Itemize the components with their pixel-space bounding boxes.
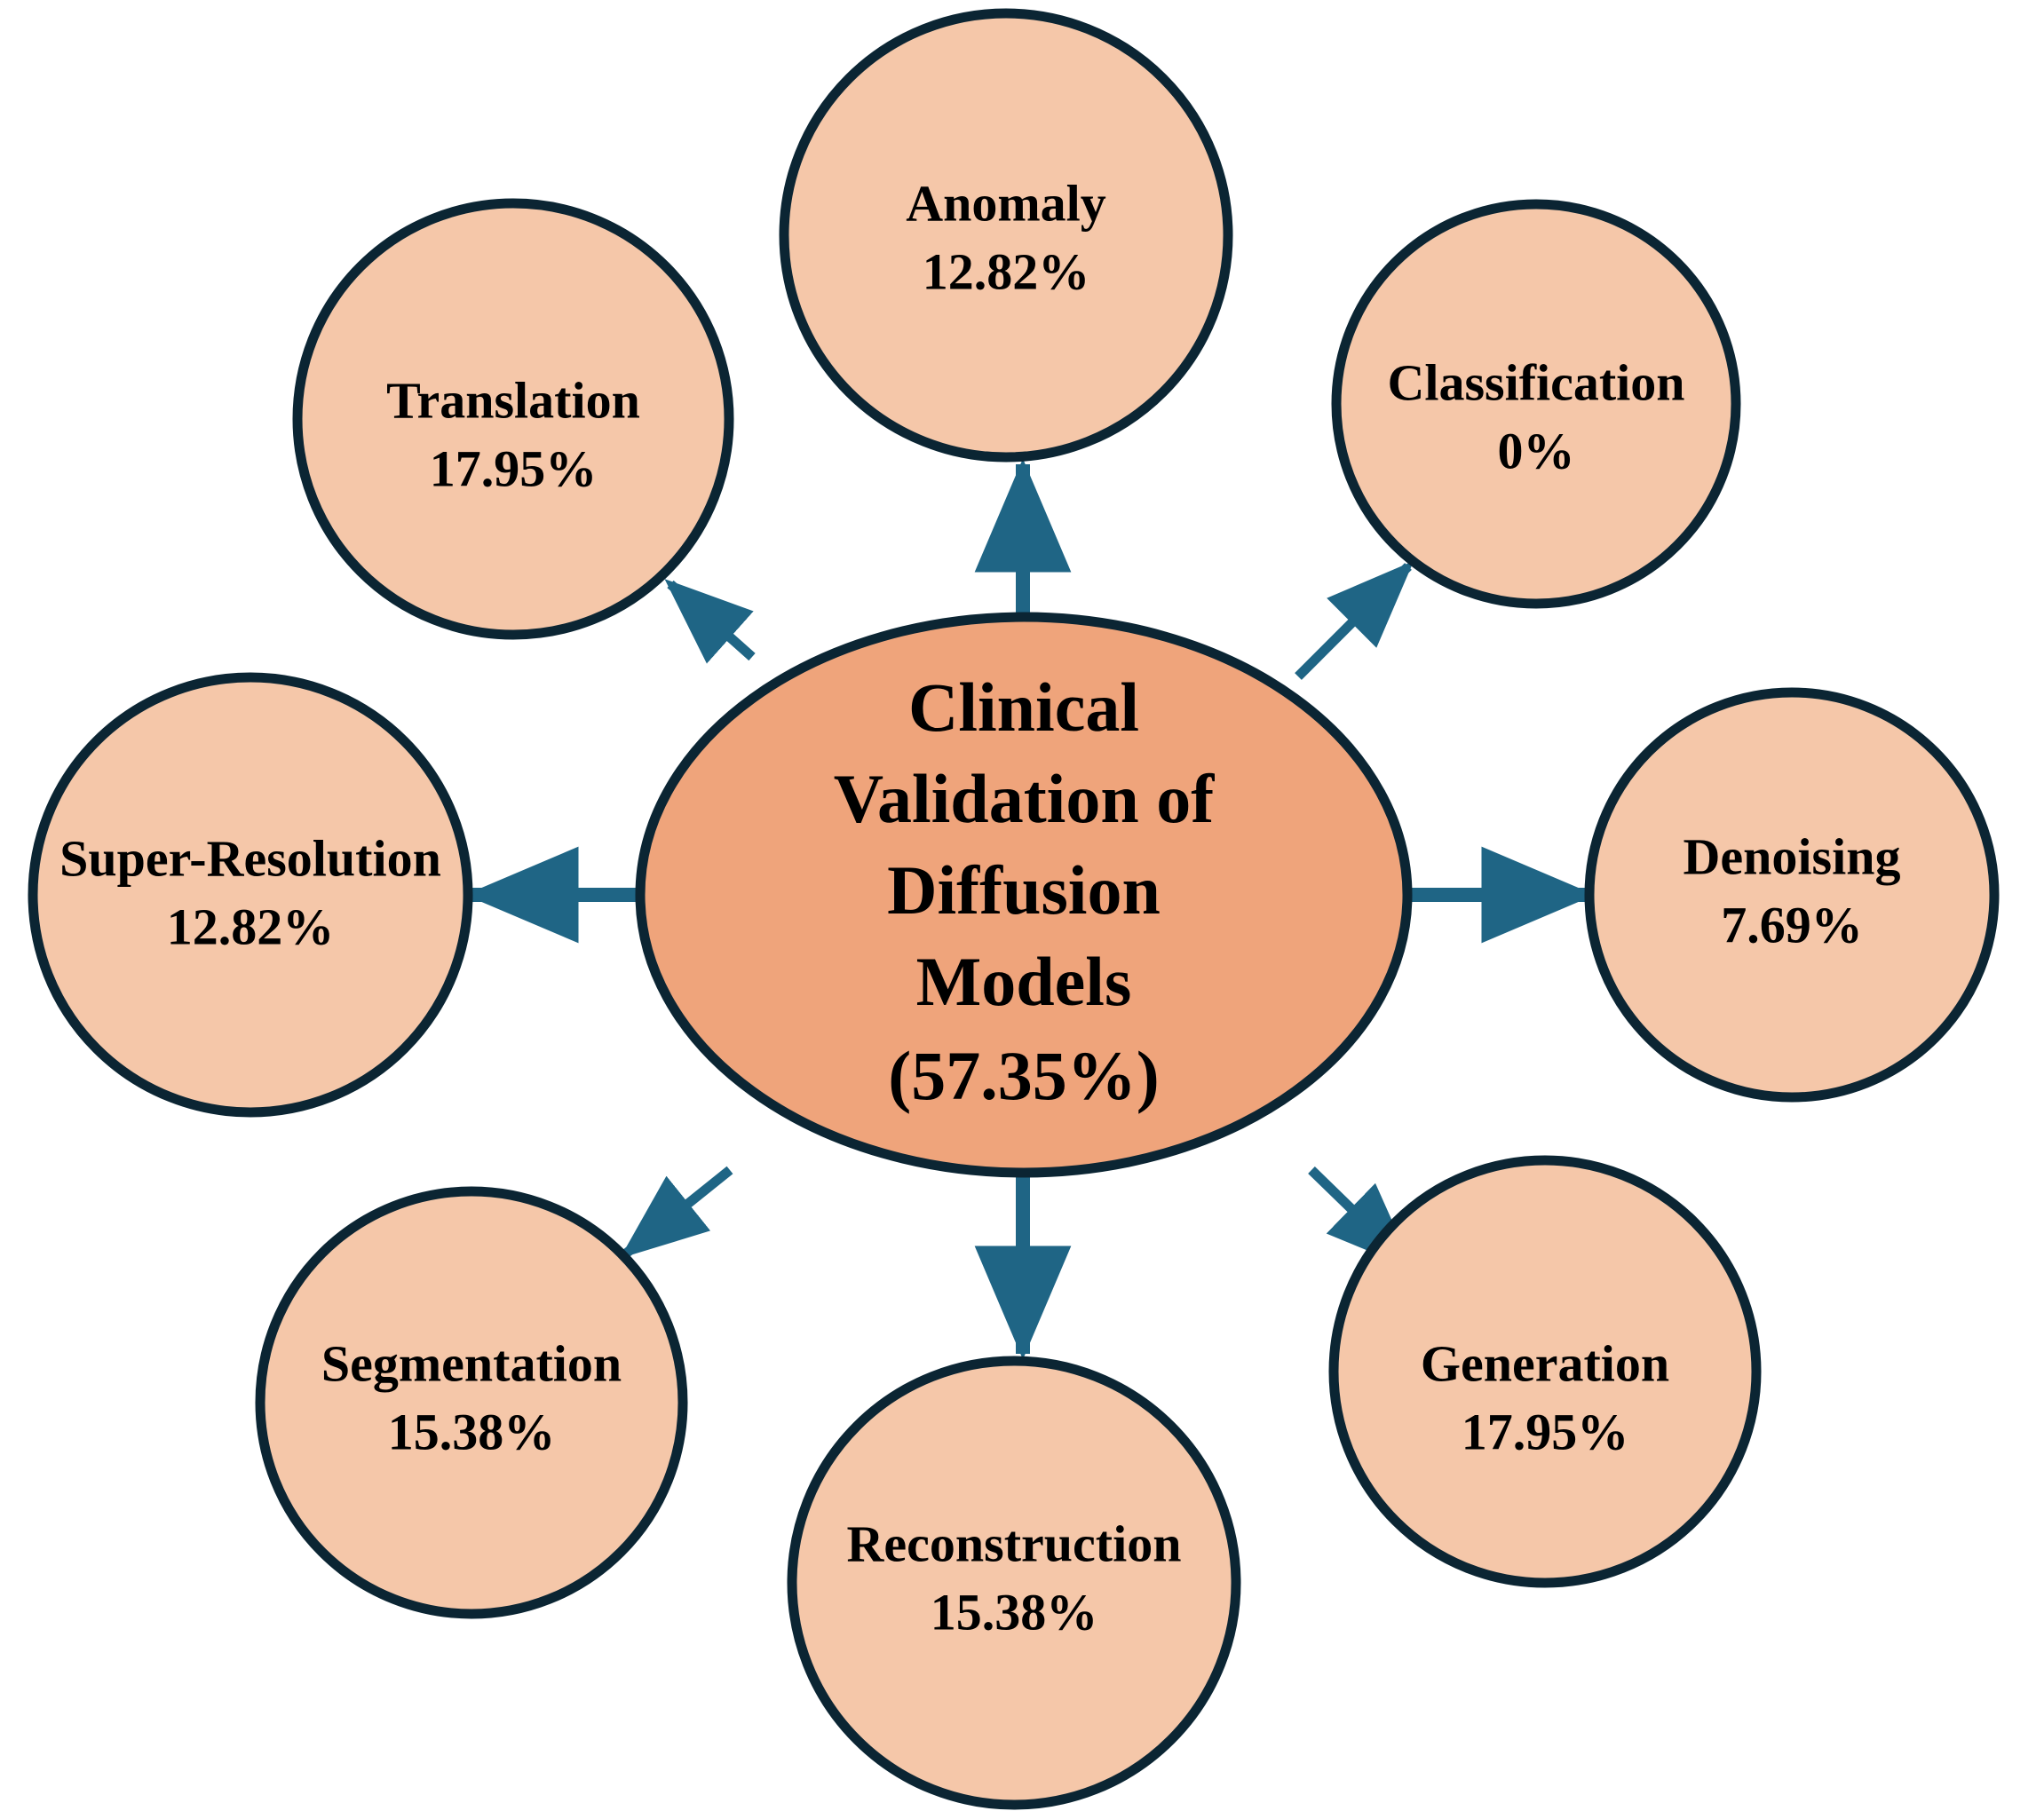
center-node-line4: Models: [916, 943, 1132, 1020]
edge-center-to-classification: [1295, 560, 1414, 680]
center-node-line2: Validation of: [834, 760, 1215, 837]
edge-center-to-translation: [664, 579, 756, 664]
center-node-value: (57.35%): [888, 1037, 1159, 1114]
node-classification-circle[interactable]: [1331, 199, 1741, 609]
node-translation-circle[interactable]: [292, 198, 734, 640]
node-generation[interactable]: Generation 17.95%: [1328, 1155, 1762, 1588]
node-classification-label: Classification: [1387, 353, 1684, 411]
edge-group: [464, 458, 1596, 1360]
node-generation-circle[interactable]: [1328, 1155, 1762, 1588]
node-denoising-value: 7.69%: [1721, 896, 1863, 953]
node-anomaly[interactable]: Anomaly 12.82%: [779, 8, 1233, 463]
node-segmentation-circle[interactable]: [255, 1186, 688, 1619]
node-reconstruction-circle[interactable]: [787, 1356, 1241, 1810]
node-translation-label: Translation: [386, 371, 640, 429]
node-super-resolution-label: Super-Resolution: [59, 829, 441, 887]
edge-center-to-segmentation: [620, 1166, 733, 1259]
node-denoising-circle[interactable]: [1584, 687, 2000, 1103]
node-reconstruction-value: 15.38%: [931, 1583, 1098, 1641]
node-generation-label: Generation: [1421, 1334, 1669, 1392]
node-translation[interactable]: Translation 17.95%: [292, 198, 734, 640]
node-denoising-label: Denoising: [1684, 827, 1901, 885]
node-denoising[interactable]: Denoising 7.69%: [1584, 687, 2000, 1103]
node-anomaly-value: 12.82%: [923, 242, 1090, 300]
node-anomaly-label: Anomaly: [906, 174, 1106, 232]
node-reconstruction[interactable]: Reconstruction 15.38%: [787, 1356, 1241, 1810]
node-classification-value: 0%: [1498, 422, 1575, 479]
node-super-resolution[interactable]: Super-Resolution 12.82%: [28, 672, 473, 1118]
node-segmentation[interactable]: Segmentation 15.38%: [255, 1186, 688, 1619]
node-segmentation-label: Segmentation: [321, 1334, 622, 1392]
node-segmentation-value: 15.38%: [388, 1403, 556, 1460]
center-node-circle[interactable]: [635, 612, 1413, 1178]
center-node-line3: Diffusion: [887, 851, 1161, 929]
node-super-resolution-circle[interactable]: [28, 672, 473, 1118]
center-node[interactable]: Clinical Validation of Diffusion Models …: [635, 612, 1413, 1178]
node-reconstruction-label: Reconstruction: [847, 1514, 1182, 1572]
node-translation-value: 17.95%: [430, 439, 598, 497]
node-super-resolution-value: 12.82%: [167, 898, 335, 955]
node-anomaly-circle[interactable]: [779, 8, 1233, 463]
node-classification[interactable]: Classification 0%: [1331, 199, 1741, 609]
center-node-line1: Clinical: [908, 668, 1139, 746]
node-generation-value: 17.95%: [1462, 1403, 1629, 1460]
